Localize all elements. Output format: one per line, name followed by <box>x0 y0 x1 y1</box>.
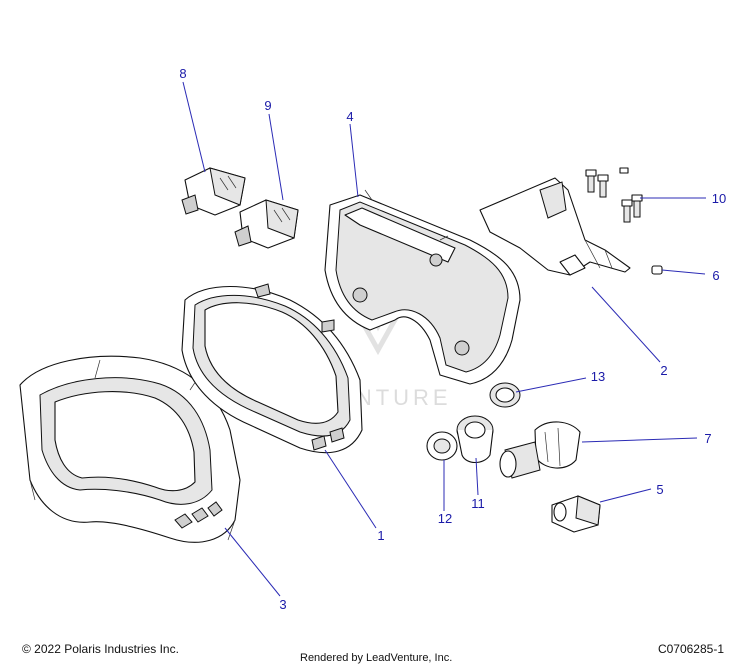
part-12-cap[interactable] <box>426 431 458 461</box>
callout-4: 4 <box>346 109 353 124</box>
callout-1: 1 <box>377 528 384 543</box>
callout-3: 3 <box>279 597 286 612</box>
part-11-socket[interactable] <box>456 415 494 464</box>
callout-labels: 8 9 4 10 6 2 13 7 5 11 12 1 3 <box>179 66 726 612</box>
part-10-bolts[interactable] <box>585 167 643 223</box>
part-7-ignition-switch[interactable] <box>499 421 581 479</box>
leader-lines <box>182 81 706 597</box>
copyright-text: © 2022 Polaris Industries Inc. <box>22 642 179 656</box>
part-13-nut[interactable] <box>489 382 521 408</box>
leader-11 <box>475 457 479 496</box>
callout-9: 9 <box>264 98 271 113</box>
document-number: C0706285-1 <box>657 642 724 656</box>
leader-4 <box>349 123 359 198</box>
callout-6: 6 <box>712 268 719 283</box>
callout-5: 5 <box>656 482 663 497</box>
leader-13 <box>515 377 587 393</box>
leader-9 <box>268 113 284 201</box>
leader-3 <box>224 527 281 597</box>
callout-2: 2 <box>660 363 667 378</box>
part-8-switch[interactable] <box>181 167 246 216</box>
rendered-by-text: Rendered by LeadVenture, Inc. <box>300 652 453 664</box>
part-3-outer-bezel[interactable] <box>19 355 241 543</box>
leader-5 <box>599 488 652 503</box>
callout-10: 10 <box>712 191 726 206</box>
leader-1 <box>324 449 377 529</box>
leader-8 <box>182 81 206 173</box>
part-4-rear-housing[interactable] <box>324 189 521 385</box>
part-5-connector[interactable] <box>551 495 601 533</box>
callout-8: 8 <box>179 66 186 81</box>
callout-11: 11 <box>471 496 485 511</box>
leader-2 <box>591 286 661 363</box>
callout-12: 12 <box>438 511 452 526</box>
leader-6 <box>661 269 706 275</box>
callout-7: 7 <box>704 431 711 446</box>
callout-13: 13 <box>591 369 605 384</box>
leader-7 <box>581 437 698 443</box>
part-1-display-lens[interactable] <box>181 283 363 454</box>
part-2-bracket[interactable] <box>479 177 631 276</box>
part-9-switch[interactable] <box>234 199 299 249</box>
part-6-screw[interactable] <box>651 265 663 275</box>
